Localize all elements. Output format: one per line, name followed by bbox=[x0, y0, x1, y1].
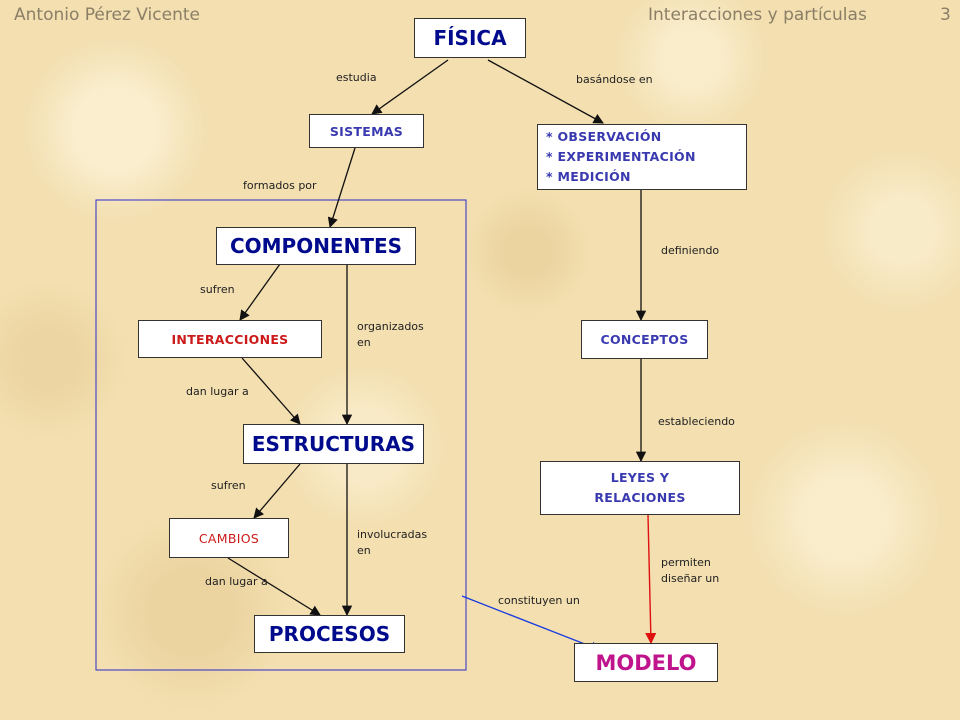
label-sufren-2: sufren bbox=[211, 479, 246, 492]
label-constituyen-un: constituyen un bbox=[498, 594, 580, 607]
node-observacion: * OBSERVACIÓN * EXPERIMENTACIÓN * MEDICI… bbox=[537, 124, 747, 190]
label-basandose-en: basándose en bbox=[576, 73, 653, 86]
presentation-title: Interacciones y partículas bbox=[648, 5, 867, 25]
label-involucradas-en-line-2: en bbox=[357, 544, 371, 557]
arrow-fisica-sistemas bbox=[371, 59, 449, 115]
node-interacciones: INTERACCIONES bbox=[138, 320, 322, 358]
label-permiten-line-1: permiten bbox=[661, 556, 711, 569]
page-number: 3 bbox=[940, 5, 951, 25]
label-organizados-en-line-1: organizados bbox=[357, 320, 424, 333]
label-permiten-line-2: diseñar un bbox=[661, 572, 720, 585]
label-organizados-en: organizados en bbox=[357, 319, 424, 351]
node-sistemas: SISTEMAS bbox=[309, 114, 424, 148]
arrow-leyes-modelo bbox=[645, 514, 657, 645]
node-conceptos: CONCEPTOS bbox=[581, 320, 708, 359]
node-observacion-line-1: * OBSERVACIÓN bbox=[546, 129, 662, 144]
label-formados-por: formados por bbox=[243, 179, 317, 192]
node-modelo: MODELO bbox=[574, 643, 718, 682]
label-involucradas-en-line-1: involucradas bbox=[357, 528, 428, 541]
arrow-sistemas-componentes bbox=[327, 147, 356, 228]
arrow-componentes-interacciones bbox=[239, 263, 281, 321]
node-estructuras: ESTRUCTURAS bbox=[243, 424, 424, 464]
node-fisica: FÍSICA bbox=[414, 18, 526, 58]
author-name: Antonio Pérez Vicente bbox=[14, 5, 200, 25]
node-procesos: PROCESOS bbox=[254, 615, 405, 653]
label-organizados-en-line-2: en bbox=[357, 336, 371, 349]
node-observacion-line-3: * MEDICIÓN bbox=[546, 169, 631, 184]
node-observacion-line-2: * EXPERIMENTACIÓN bbox=[546, 149, 696, 164]
grouping-frame bbox=[95, 199, 467, 671]
node-leyes-relaciones: LEYES Y RELACIONES bbox=[540, 461, 740, 515]
label-involucradas-en: involucradas en bbox=[357, 527, 427, 559]
label-definiendo: definiendo bbox=[661, 244, 720, 257]
node-leyes-line-2: RELACIONES bbox=[594, 490, 686, 505]
label-dan-lugar-a-1: dan lugar a bbox=[186, 385, 249, 398]
label-estudia: estudia bbox=[336, 71, 377, 84]
label-dan-lugar-a-2: dan lugar a bbox=[205, 575, 268, 588]
node-cambios: CAMBIOS bbox=[169, 518, 289, 558]
arrow-interacciones-estructuras bbox=[241, 357, 301, 425]
node-componentes: COMPONENTES bbox=[216, 227, 416, 265]
label-permiten-disenar-un: permiten diseñar un bbox=[661, 555, 719, 587]
node-leyes-line-1: LEYES Y bbox=[610, 470, 670, 485]
arrow-estructuras-cambios bbox=[253, 463, 301, 519]
label-sufren-1: sufren bbox=[200, 283, 235, 296]
label-estableciendo: estableciendo bbox=[658, 415, 735, 428]
arrow-cambios-procesos bbox=[227, 557, 321, 616]
arrow-fisica-observacion bbox=[487, 59, 604, 124]
arrow-frame-modelo bbox=[461, 595, 601, 652]
